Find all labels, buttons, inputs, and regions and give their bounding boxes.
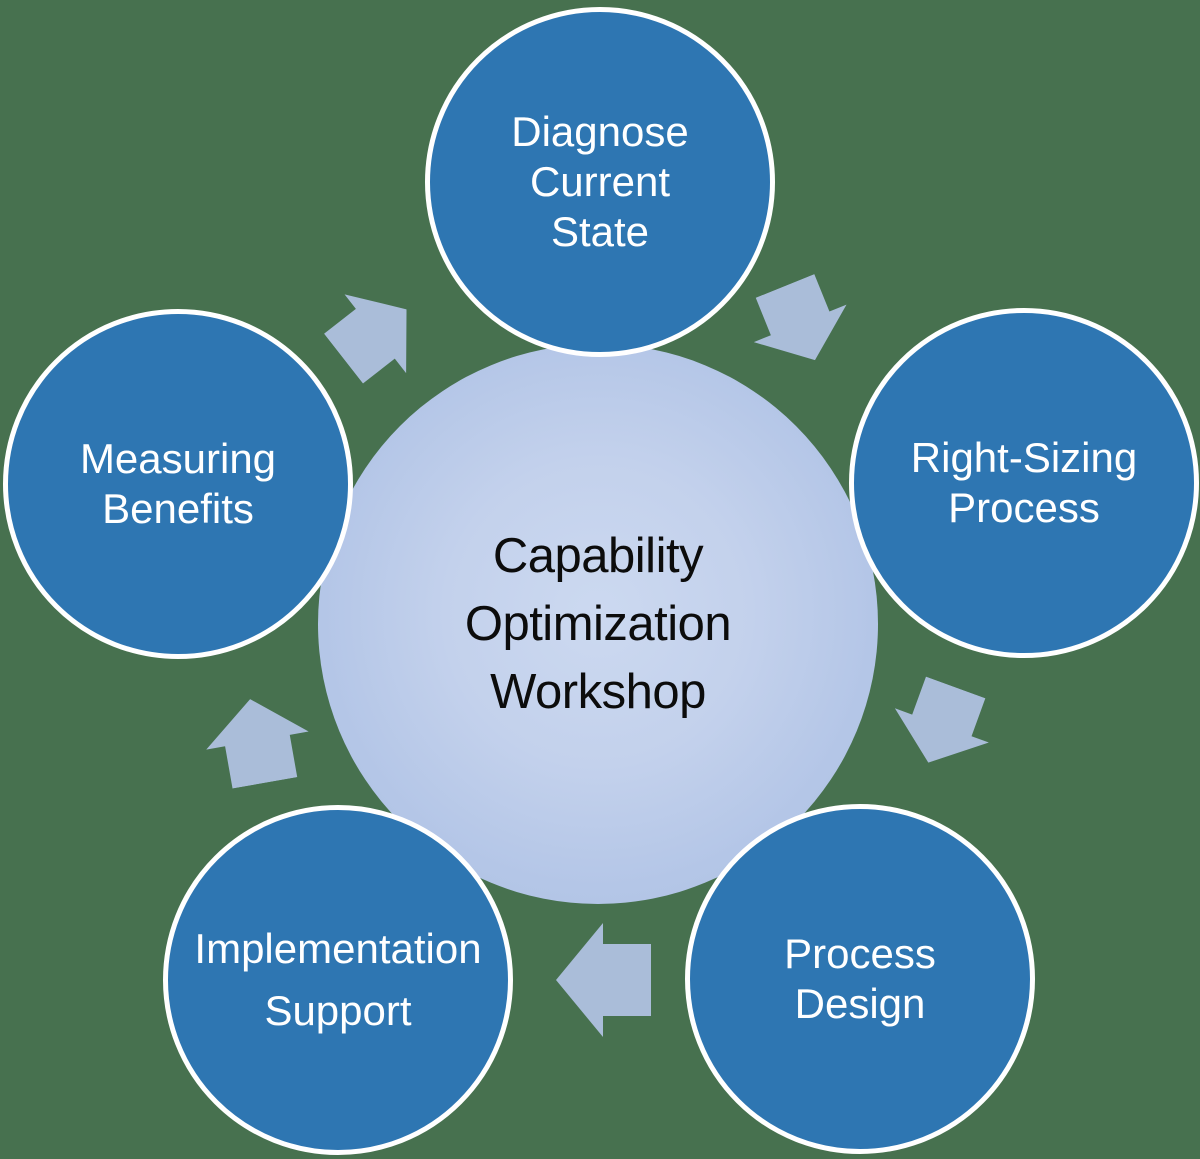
node-label-line: Current — [529, 158, 671, 205]
node-label: Measuring Benefits — [80, 434, 276, 534]
node-label-line: Implementation — [194, 925, 482, 972]
center-title: Capability Optimization Workshop — [464, 522, 732, 726]
center-title-line: Capability — [492, 529, 704, 583]
arrow-diagnose-to-rightsizing-icon — [753, 274, 847, 361]
arrow-measuring-to-diagnose-icon — [324, 294, 407, 384]
center-title-line: Workshop — [490, 665, 706, 719]
node-label: Process Design — [784, 929, 936, 1029]
arrow-processdesign-to-implementation-icon — [556, 923, 651, 1037]
node-label-line: Process — [784, 930, 936, 977]
node-measuring-benefits: Measuring Benefits — [3, 309, 353, 659]
node-label-line: State — [550, 208, 650, 255]
block-arrow-shape — [894, 676, 989, 763]
node-label-line: Diagnose — [511, 108, 689, 155]
node-label-line: Process — [948, 484, 1100, 531]
node-process-design: Process Design — [685, 804, 1035, 1154]
node-label-line: Measuring — [79, 435, 277, 482]
node-implementation-support: Implementation Support — [163, 805, 513, 1155]
block-arrow-shape — [753, 274, 847, 361]
center-title-line: Optimization — [464, 597, 732, 651]
block-arrow-shape — [556, 923, 651, 1037]
node-label: Implementation Support — [194, 918, 481, 1042]
node-label-line: Support — [264, 987, 412, 1034]
block-arrow-shape — [206, 699, 309, 789]
node-diagnose-current-state: Diagnose Current State — [425, 7, 775, 357]
node-label-line: Design — [794, 980, 926, 1027]
node-label-line: Right-Sizing — [910, 434, 1138, 481]
node-label-line: Benefits — [102, 485, 254, 532]
block-arrow-shape — [324, 294, 407, 384]
node-label: Diagnose Current State — [511, 107, 688, 257]
arrow-implementation-to-measuring-icon — [206, 699, 309, 789]
center-circle: Capability Optimization Workshop — [318, 344, 878, 904]
node-label: Right-Sizing Process — [911, 433, 1137, 533]
arrow-rightsizing-to-processdesign-icon — [894, 676, 989, 763]
node-right-sizing-process: Right-Sizing Process — [849, 308, 1199, 658]
